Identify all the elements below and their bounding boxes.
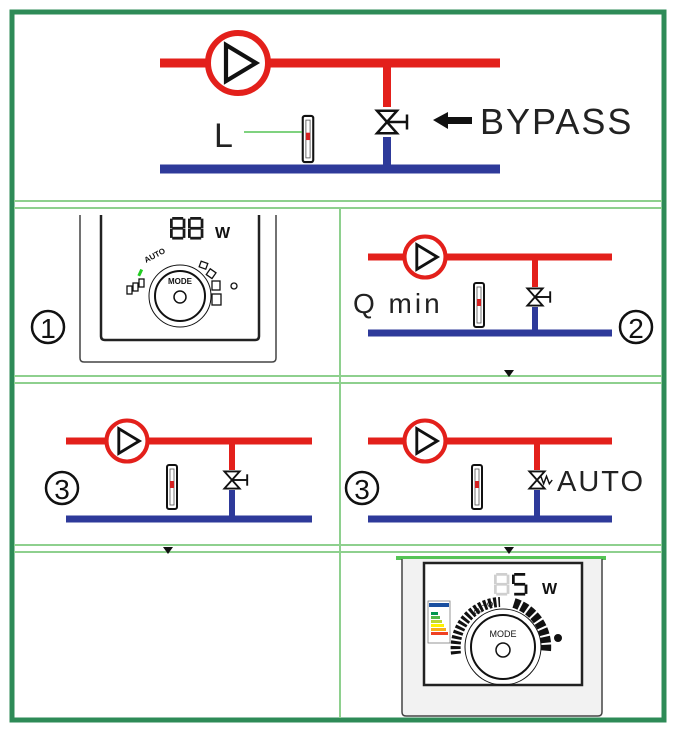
dot-icon: [230, 282, 238, 290]
down-arrow-icon: [504, 370, 514, 377]
flowmeter-icon: [473, 282, 485, 328]
top-bypass-diagram: L BYPASS: [160, 33, 633, 174]
step-number: 3: [354, 474, 370, 505]
green-strip: [396, 556, 606, 560]
pump-icon: [107, 421, 148, 462]
down-arrow-icon: [504, 547, 514, 554]
speed-scale-left: [450, 597, 501, 655]
step-number-badge: [30, 309, 66, 345]
lit-digit: [512, 573, 528, 596]
flow-label: Q min: [353, 288, 443, 319]
flowmeter-icon: [166, 464, 178, 510]
outer-frame: [9, 9, 667, 723]
controller-faceplate: [99, 215, 261, 342]
bypass-valve-icon: [375, 109, 409, 135]
led-indicator: [137, 268, 144, 277]
step-number-badge: [618, 309, 654, 345]
pump-icon: [405, 421, 446, 462]
home-icon: [495, 642, 511, 658]
pump-icon: [405, 237, 446, 278]
flowmeter-icon: [301, 114, 315, 164]
step-number: 1: [40, 313, 56, 344]
step1-panel: W MODE AUTO 1: [30, 215, 277, 363]
valve-auto-label: AUTO: [557, 466, 645, 498]
circulation-pump-icon: [208, 33, 268, 93]
dot-icon: [554, 634, 562, 642]
step3a-panel: 3: [44, 421, 312, 523]
step-number-badge: [44, 470, 80, 506]
flowmeter-icon: [471, 464, 483, 510]
arrow-left-icon: [433, 112, 472, 129]
display-unit: W: [542, 581, 558, 598]
valve-icon: [526, 287, 552, 307]
home-icon: [173, 290, 187, 304]
step-number: 2: [628, 313, 644, 344]
knob-ring: [464, 608, 542, 686]
speed-steps-right-icon: [198, 260, 222, 306]
down-arrow-icon: [163, 547, 173, 554]
energy-label-icon: [427, 600, 451, 644]
mode-label: MODE: [490, 629, 517, 639]
step3b-panel: AUTO 3: [344, 421, 645, 523]
step-number-badge: [344, 470, 380, 506]
flowmeter-label: L: [214, 117, 233, 155]
knob-ring: [148, 264, 212, 328]
display-unit: W: [215, 225, 231, 242]
step2-panel: Q min 2: [353, 237, 654, 345]
panel-dividers: [14, 200, 662, 718]
valve-icon: [223, 470, 249, 490]
speed-steps-left-icon: [126, 278, 145, 295]
mode-label: MODE: [168, 277, 193, 286]
bypass-label: BYPASS: [480, 101, 633, 142]
final-controller-panel: W MODE AUTO: [396, 556, 606, 717]
auto-valve-icon: [527, 470, 553, 490]
step-number: 3: [54, 474, 70, 505]
